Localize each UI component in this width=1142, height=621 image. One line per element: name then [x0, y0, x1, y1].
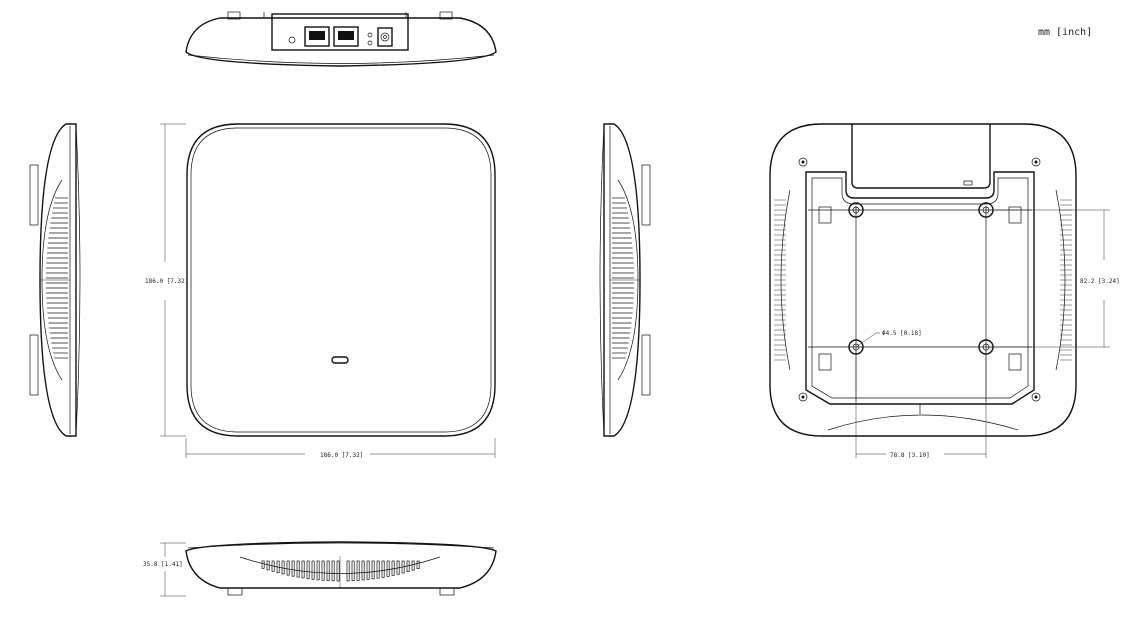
status-led-icon: [331, 356, 349, 364]
top-view: [185, 11, 497, 67]
height-dimension: 186.0 [7.32]: [145, 278, 188, 285]
thickness-dimension: 35.8 [1.41]: [143, 561, 183, 568]
hole-diameter-dimension: Φ4.5 [0.18]: [882, 330, 922, 337]
width-dimension: 186.0 [7.32]: [320, 452, 363, 459]
front-view: 186.0 [7.32] 186.0 [7.32]: [145, 123, 496, 459]
port-bay: [271, 13, 409, 51]
led-icon: [367, 32, 373, 38]
units-label: mm [inch]: [1038, 27, 1093, 38]
mounting-bracket: [805, 171, 1035, 405]
power-jack-icon: [377, 27, 393, 47]
mounting-hole-icon: [848, 202, 864, 218]
hole-spacing-horizontal: 78.8 [3.10]: [890, 452, 930, 459]
reset-hole-icon: [288, 36, 296, 44]
device-outline: [186, 123, 496, 437]
hole-spacing-vertical: 82.2 [3.24]: [1080, 278, 1120, 285]
bottom-view: 35.8 [1.41]: [143, 541, 497, 597]
right-side-view: [599, 123, 651, 437]
left-side-view: [29, 123, 81, 437]
ethernet-port-icon: [333, 26, 359, 47]
ethernet-port-icon: [304, 26, 330, 47]
rear-mount-view: Φ4.5 [0.18] 82.2 [3.24] 78.8 [3.10]: [769, 123, 1120, 459]
